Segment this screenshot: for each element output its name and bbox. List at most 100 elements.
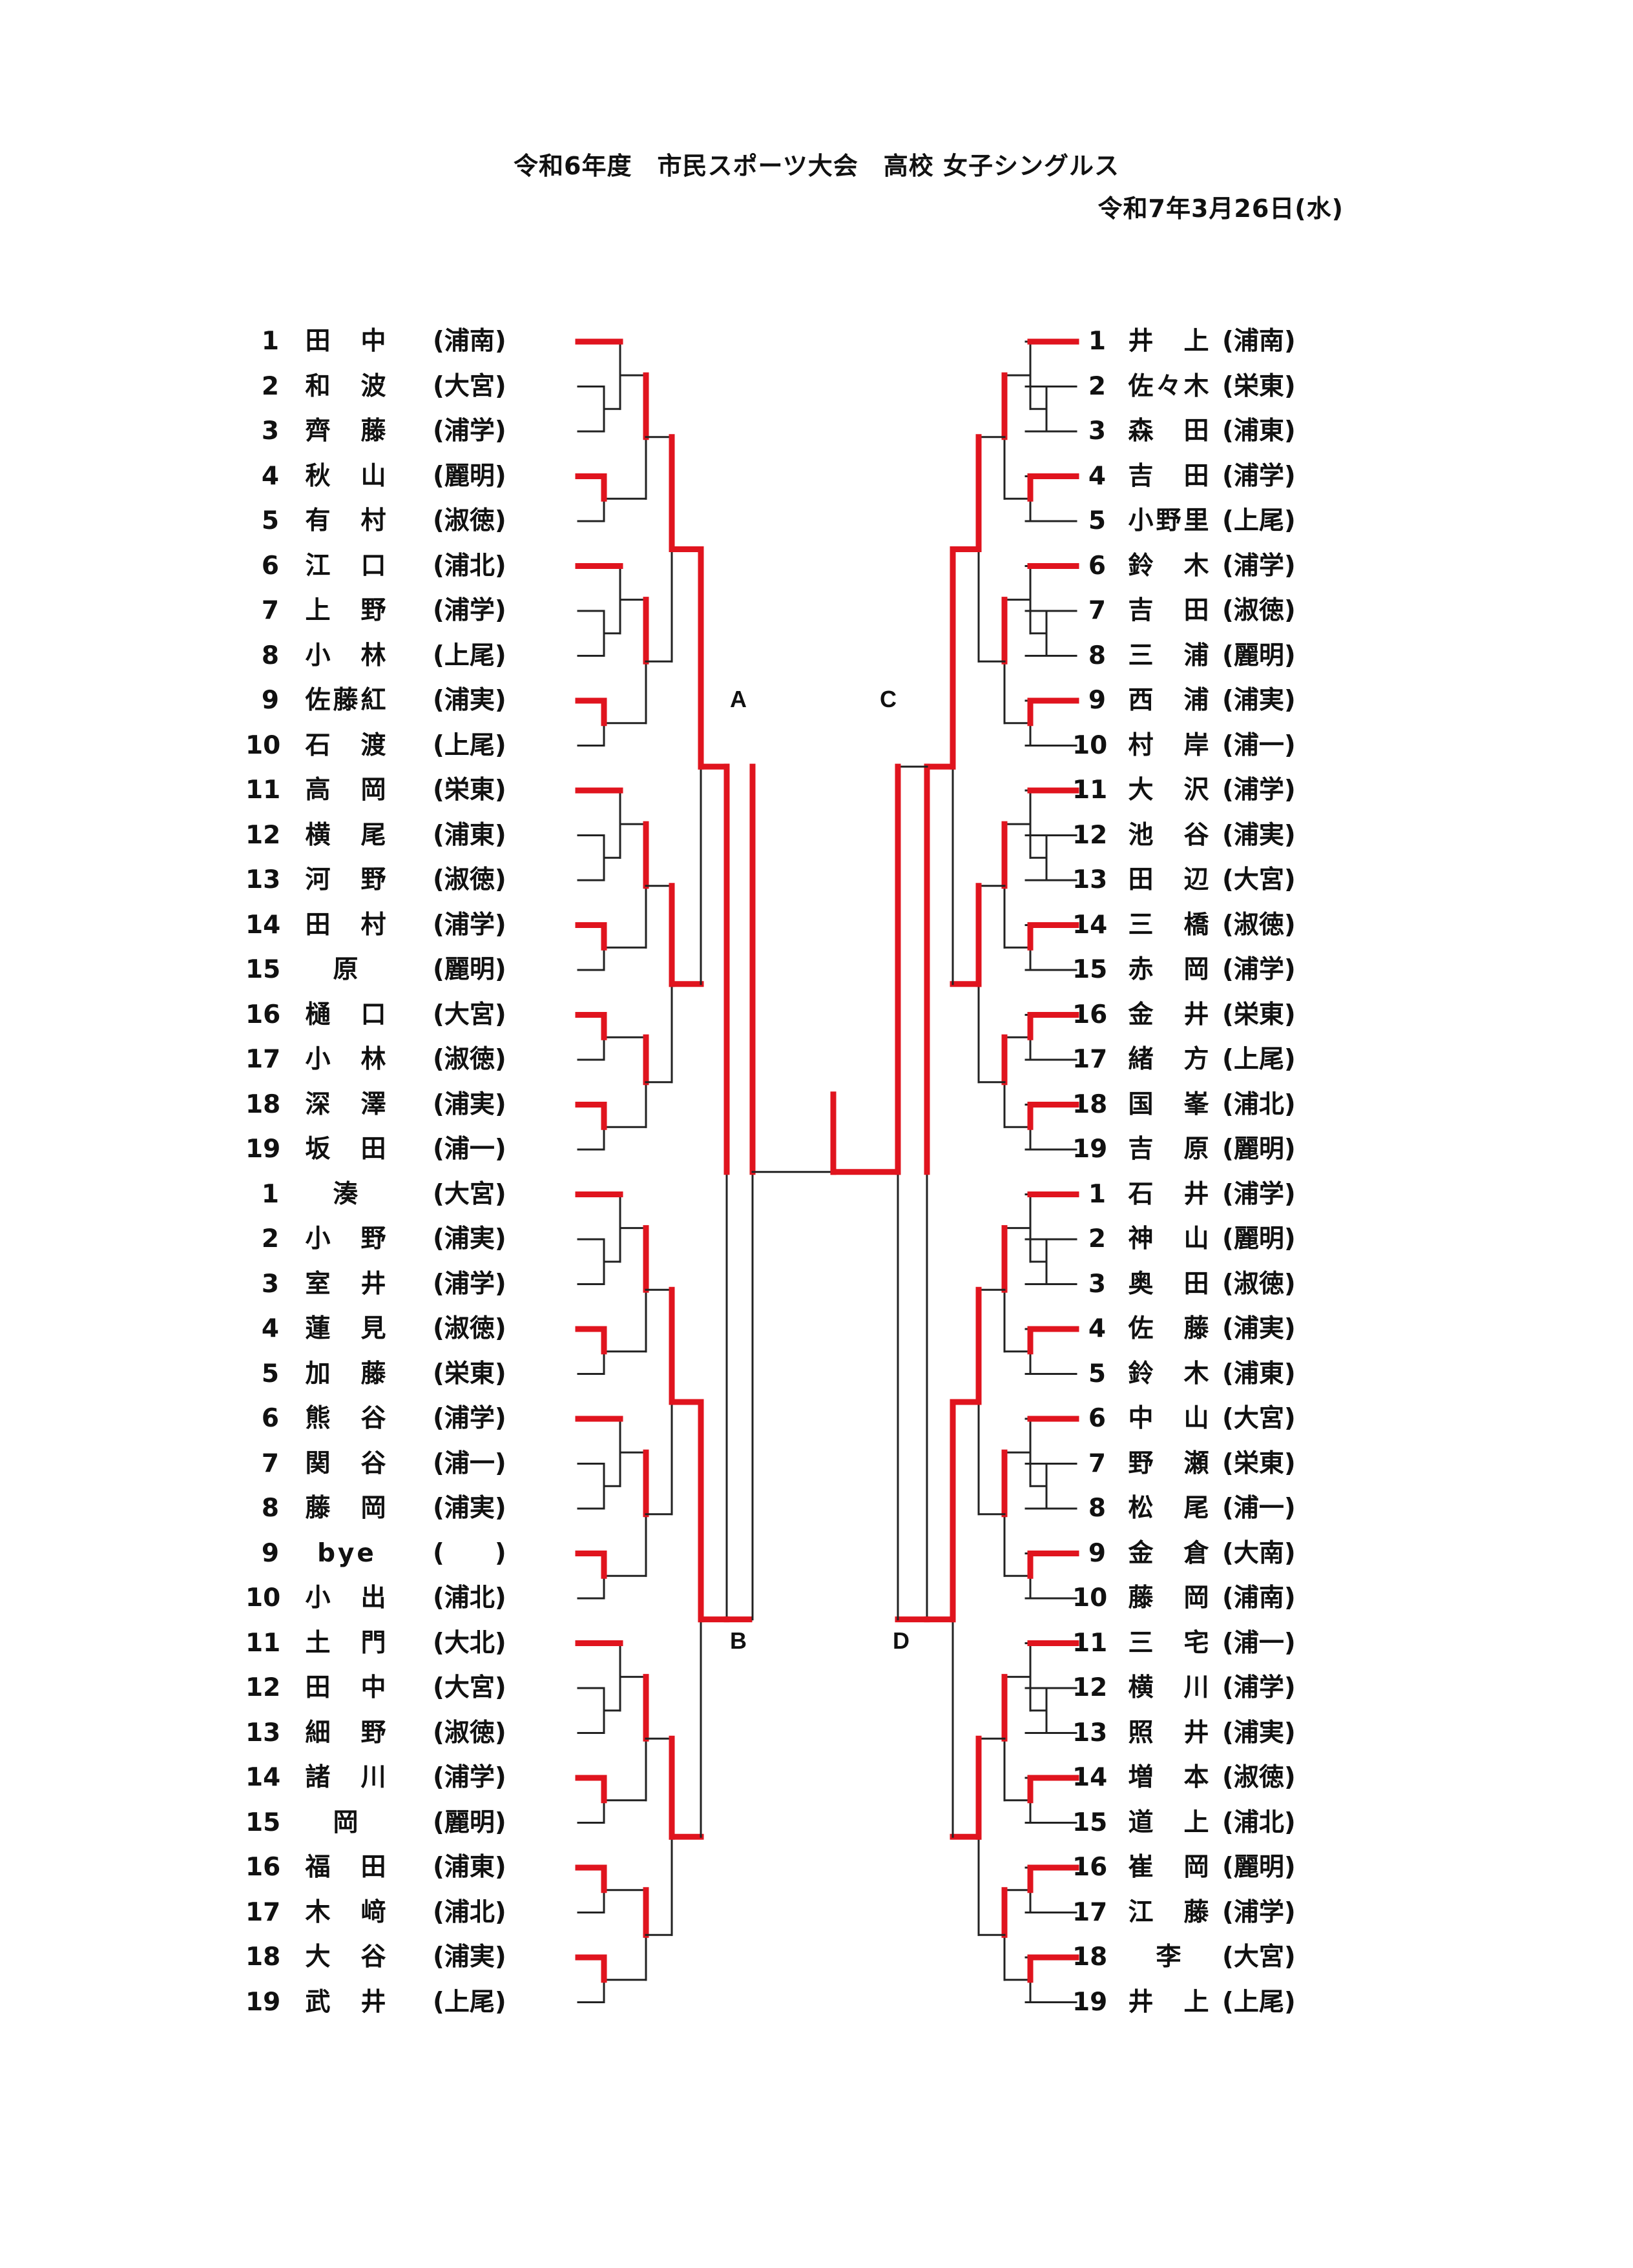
entry-school: (上尾) (1222, 506, 1296, 535)
entry-seed: 4 (1088, 1314, 1106, 1343)
entry-seed: 17 (1072, 1897, 1108, 1927)
event-date: 令和7年3月26日(水) (1097, 194, 1344, 223)
entry-seed: 10 (245, 730, 281, 760)
entry-school: (浦南) (1222, 327, 1296, 356)
entry-name: 道 上 (1128, 1808, 1212, 1837)
entry-name: 照 井 (1128, 1718, 1212, 1747)
entry-name: 崔 岡 (1128, 1853, 1212, 1882)
entry-seed: 13 (1072, 865, 1108, 894)
entry-school: (麗明) (1222, 1853, 1296, 1882)
entry-seed: 2 (1088, 371, 1106, 401)
entry-name: 佐々木 (1128, 371, 1212, 401)
entry-school: (上尾) (1222, 1045, 1296, 1074)
entry-school: (浦学) (433, 1404, 506, 1433)
entry-seed: 3 (1088, 1269, 1106, 1299)
entry-name: 吉 田 (1128, 596, 1212, 625)
entry-school: (大宮) (1222, 865, 1296, 894)
entry-school: (栄東) (1222, 371, 1296, 401)
entry-name: 鈴 木 (1128, 1359, 1212, 1388)
entry-school: (淑徳) (433, 1718, 506, 1747)
entry-name: 中 山 (1128, 1404, 1212, 1433)
entry-seed: 5 (1088, 1359, 1106, 1388)
entry-seed: 12 (245, 820, 281, 850)
entry-name: 江 口 (305, 551, 389, 581)
entry-name: 藤 岡 (1128, 1583, 1212, 1613)
entry-school: (浦実) (433, 1089, 506, 1119)
entry-name: 李 (1156, 1943, 1184, 1972)
entry-school: (大北) (433, 1628, 506, 1658)
entry-seed: 8 (261, 641, 279, 670)
left-entry: 10 小 出 (浦北) (245, 1580, 543, 1616)
entry-school: (浦北) (433, 1583, 506, 1613)
entry-name: 有 村 (305, 506, 389, 535)
entry-school: (浦東) (1222, 1359, 1296, 1388)
entry-seed: 5 (1088, 506, 1106, 535)
entry-name: 金 井 (1128, 1000, 1212, 1029)
entry-name: 石 渡 (305, 730, 389, 760)
entry-seed: 19 (1072, 1987, 1108, 2017)
entry-school: (浦東) (433, 1853, 506, 1882)
right-entry: 5 鈴 木 (浦東) (1072, 1356, 1369, 1392)
entry-name: 石 井 (1128, 1179, 1212, 1209)
entry-seed: 8 (1088, 1494, 1106, 1523)
entry-school: (浦東) (1222, 417, 1296, 446)
block-label-a: A (730, 686, 747, 712)
entry-name: 高 岡 (305, 776, 389, 805)
entry-seed: 1 (1088, 327, 1106, 356)
right-entry: 19 井 上 (上尾) (1072, 1984, 1369, 2021)
entry-school: (上尾) (1222, 1987, 1296, 2017)
entry-name: 小野里 (1128, 506, 1212, 535)
entry-name: 小 出 (305, 1583, 389, 1613)
entry-school: (麗明) (433, 1808, 506, 1837)
entry-name: 岡 (333, 1808, 361, 1837)
entry-school: (浦北) (433, 551, 506, 581)
entry-name: 河 野 (305, 865, 389, 894)
entry-name: 小 林 (305, 641, 389, 670)
entry-school: (淑徳) (433, 865, 506, 894)
entry-name: 吉 田 (1128, 461, 1212, 491)
entry-name: 金 倉 (1128, 1538, 1212, 1568)
entry-school: (大宮) (433, 1179, 506, 1209)
entry-school: (淑徳) (433, 1314, 506, 1343)
entry-name: 加 藤 (305, 1359, 389, 1388)
entry-school: (浦実) (1222, 820, 1296, 850)
entry-name: 西 浦 (1128, 686, 1212, 715)
entry-name: 湊 (333, 1179, 361, 1209)
entry-seed: 7 (1088, 1448, 1106, 1478)
entry-seed: 8 (261, 1494, 279, 1523)
entry-name: 土 門 (305, 1628, 389, 1658)
entry-name: 村 岸 (1128, 730, 1212, 760)
entry-school: (浦学) (1222, 1897, 1296, 1927)
entry-name: 井 上 (1128, 1987, 1212, 2017)
entry-school: (上尾) (433, 1987, 506, 2017)
entry-school: (上尾) (433, 730, 506, 760)
entry-seed: 10 (245, 1583, 281, 1613)
entry-school: (浦一) (433, 1448, 506, 1478)
entry-school: (浦一) (433, 1135, 506, 1164)
